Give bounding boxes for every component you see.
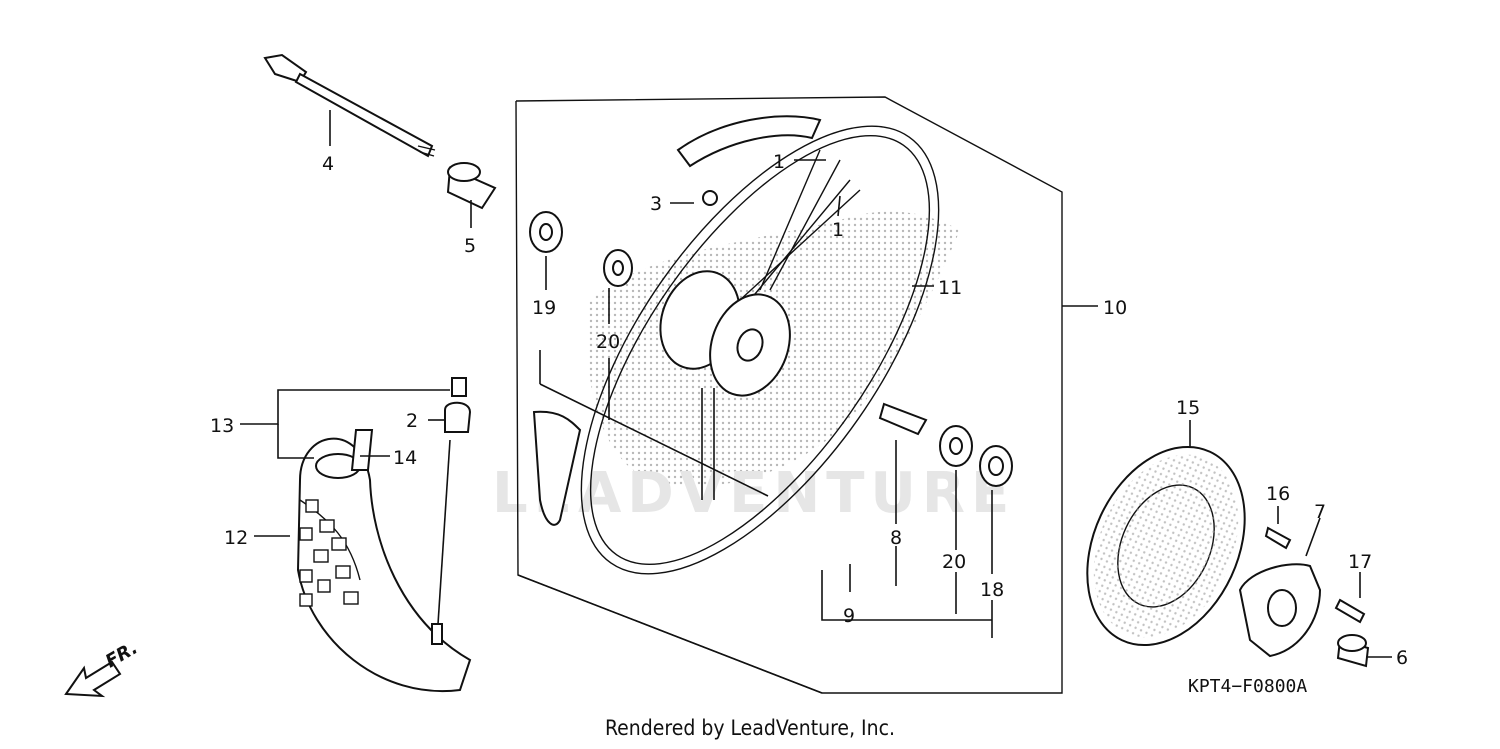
callout-17: 17 — [1348, 551, 1372, 573]
callout-5: 5 — [464, 235, 476, 257]
callout-13: 13 — [210, 415, 234, 437]
tire-part — [296, 377, 472, 693]
reference-code: KPT4−F0800A — [1188, 676, 1308, 697]
front-arrow-icon — [64, 660, 122, 698]
callout-20a: 20 — [596, 331, 620, 353]
callout-18: 18 — [980, 579, 1004, 601]
callout-20b: 20 — [942, 551, 966, 573]
callout-19: 19 — [532, 297, 556, 319]
leader-lines — [240, 110, 1392, 694]
callout-16: 16 — [1266, 483, 1290, 505]
brake-disk-part — [1086, 445, 1246, 647]
hub-part — [659, 190, 791, 397]
callout-9: 9 — [843, 605, 855, 627]
front-direction-indicator: FR. — [64, 637, 141, 698]
callout-4: 4 — [322, 153, 334, 175]
distance-collar-part — [878, 402, 928, 436]
callout-7: 7 — [1314, 501, 1326, 523]
disk-hub-part — [1238, 526, 1370, 668]
callout-2: 2 — [406, 410, 418, 432]
callout-11: 11 — [938, 277, 962, 299]
spokes-part — [739, 149, 861, 301]
callout-1a: 1 — [773, 151, 785, 173]
watermark-text: LEADVENTURE — [492, 461, 1015, 526]
collar-part — [446, 162, 497, 210]
callout-1b: 1 — [832, 219, 844, 241]
callout-14: 14 — [393, 447, 417, 469]
callouts: 1 1 2 3 4 5 6 7 8 9 10 11 12 13 14 15 16… — [210, 151, 1408, 669]
callout-3: 3 — [650, 193, 662, 215]
rim-part — [532, 115, 940, 575]
callout-6: 6 — [1396, 647, 1408, 669]
credit-text: Rendered by LeadVenture, Inc. — [605, 716, 895, 740]
callout-12: 12 — [224, 527, 248, 549]
callout-10: 10 — [1103, 297, 1127, 319]
bearings-part — [529, 211, 1013, 487]
axle-part — [263, 53, 436, 158]
callout-8: 8 — [890, 527, 902, 549]
callout-15: 15 — [1176, 397, 1200, 419]
